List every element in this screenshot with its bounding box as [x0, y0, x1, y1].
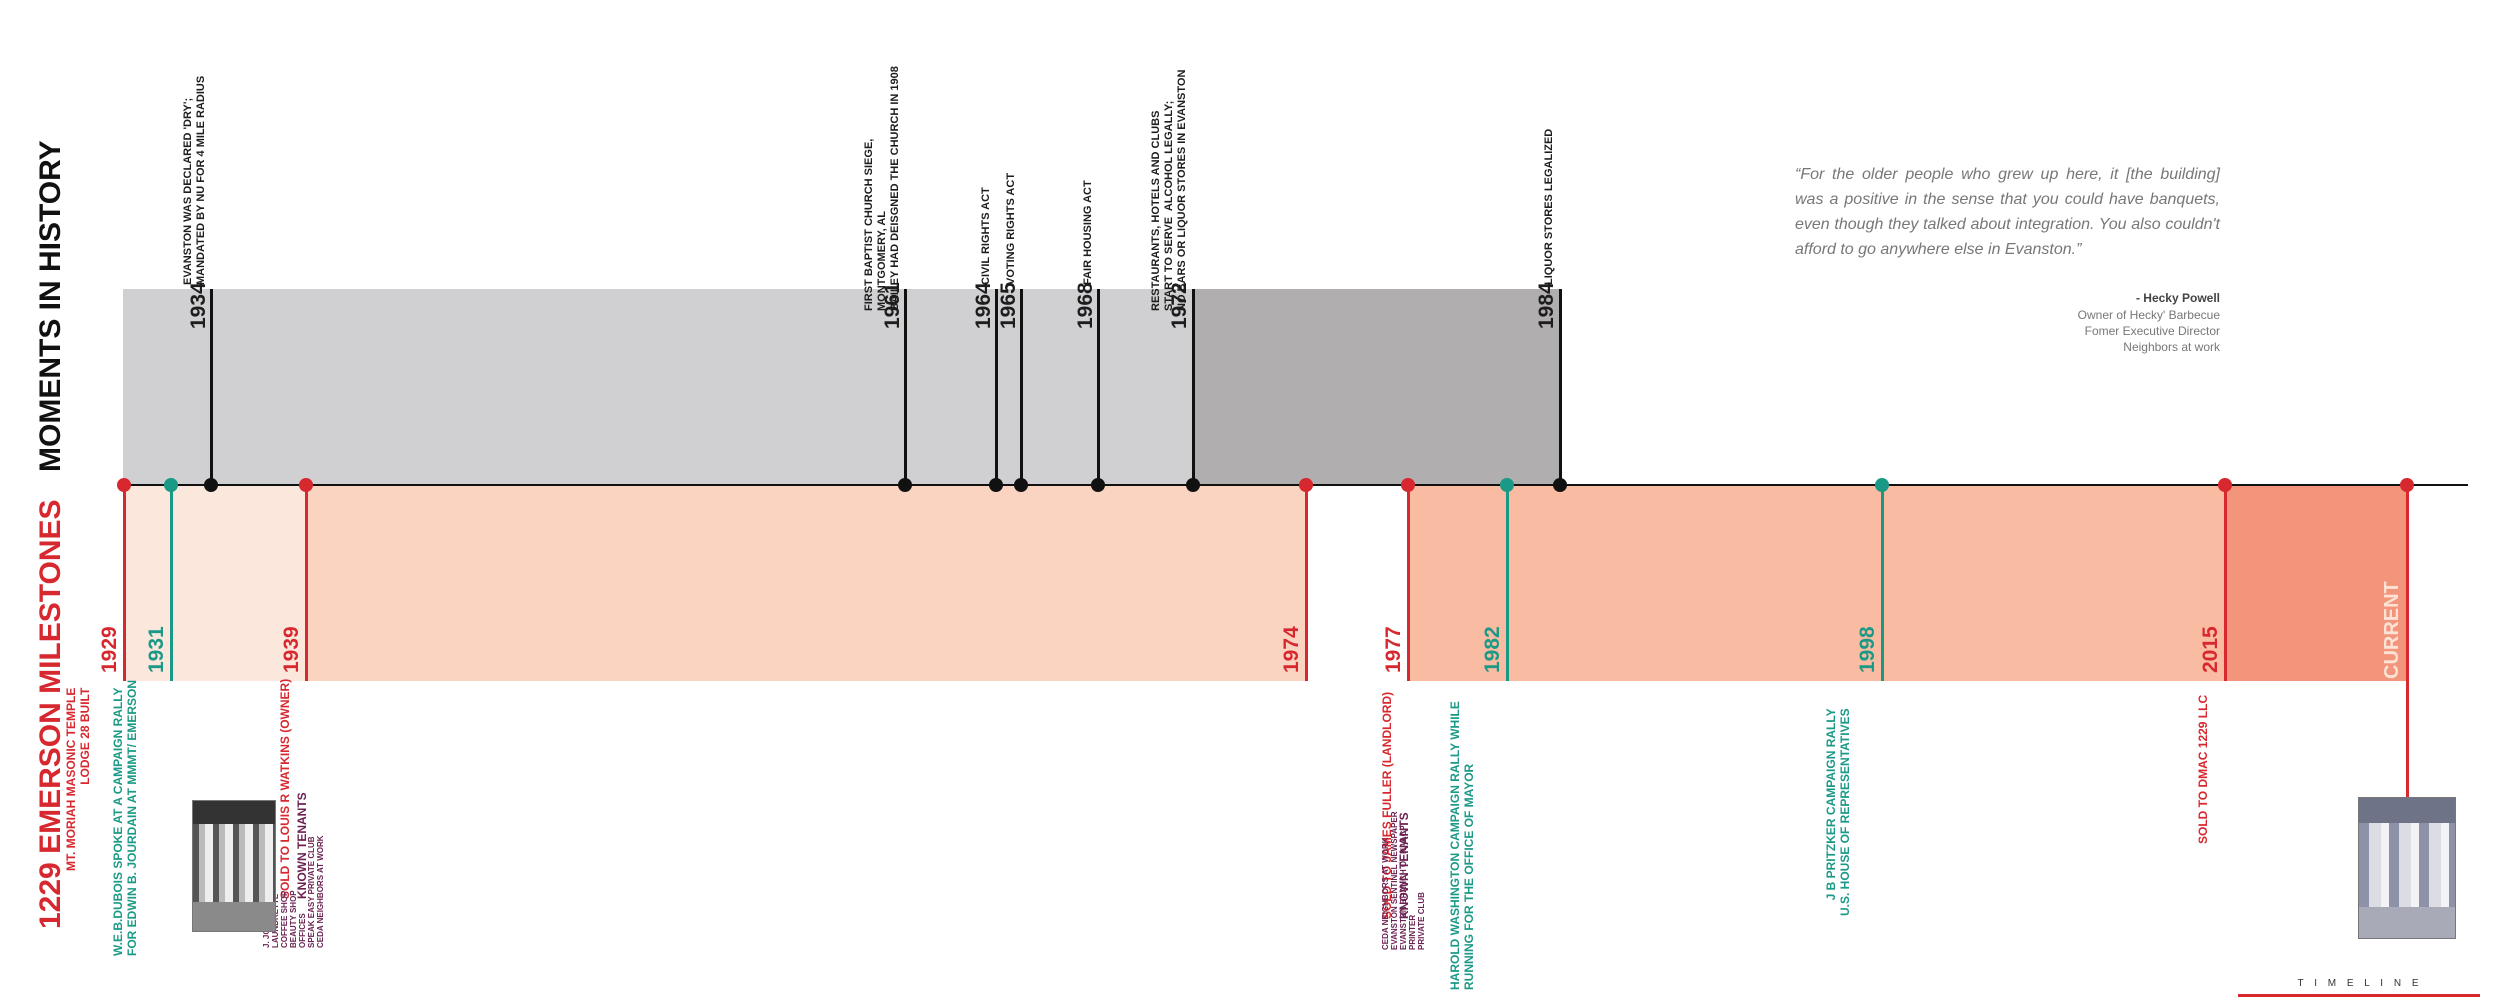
tenant-item: PRIVATE CLUB — [1417, 892, 1426, 950]
milestone-band-1977 — [1408, 485, 2224, 681]
milestone-line-current — [2406, 485, 2409, 800]
history-line-1984 — [1559, 289, 1562, 485]
milestone-dot-1974 — [1299, 478, 1313, 492]
tenant-item: SPEAK EASY PRIVATE CLUB — [307, 836, 316, 948]
milestone-year-1931: 1931 — [145, 626, 168, 673]
quote-role-3: Neighbors at work — [2123, 340, 2220, 354]
tenant-item: COFFEE SHOP — [280, 890, 289, 948]
history-year-1934: 1934 — [187, 282, 210, 329]
timeline-underline — [2238, 994, 2480, 997]
building-photo-historic — [192, 800, 276, 932]
history-line-1964 — [995, 289, 998, 485]
milestone-line-2015 — [2224, 485, 2227, 681]
milestone-line-1998 — [1881, 485, 1884, 681]
milestone-year-current: CURRENT — [2381, 581, 2403, 679]
history-line-1961 — [904, 289, 907, 485]
milestone-line-1982 — [1506, 485, 1509, 681]
history-text-1984: LIQUOR STORES LEGALIZED — [1543, 128, 1555, 285]
history-year-1968: 1968 — [1074, 282, 1097, 329]
milestone-dot-2015 — [2218, 478, 2232, 492]
milestone-dot-1939 — [299, 478, 313, 492]
milestone-text-1931: W.E.B.DUBOIS SPOKE AT A CAMPAIGN RALLY F… — [111, 680, 139, 956]
milestone-text-2015: SOLD TO DMAC 1229 LLC — [2196, 694, 2210, 844]
milestone-text-1982: HAROLD WASHINGTON CAMPAIGN RALLY WHILE R… — [1448, 701, 1476, 990]
history-text-1968: FAIR HOUSING ACT — [1082, 180, 1094, 285]
history-year-1964: 1964 — [972, 282, 995, 329]
milestone-text-1998: J B PRITZKER CAMPAIGN RALLY U.S. HOUSE O… — [1824, 708, 1852, 916]
tenant-item: PRINTER — [1408, 914, 1417, 950]
history-line-1968 — [1097, 289, 1100, 485]
history-heading: MOMENTS IN HISTORY — [34, 140, 67, 472]
milestone-band-1929 — [123, 485, 306, 681]
milestone-band-1939 — [306, 485, 1306, 681]
milestone-dot-1998 — [1875, 478, 1889, 492]
milestone-line-1929 — [123, 485, 126, 681]
history-line-1972 — [1192, 289, 1195, 485]
history-dot-1961 — [898, 478, 912, 492]
tenant-item: BEAUTY SHOP — [289, 890, 298, 948]
tenant-item: OFFICES — [298, 913, 307, 948]
milestone-dot-current — [2400, 478, 2414, 492]
tenant-item: EVANSTON BRANCH OF NAACP — [1399, 825, 1408, 950]
history-dot-1968 — [1091, 478, 1105, 492]
milestone-line-1939 — [305, 485, 308, 681]
milestone-line-1931 — [170, 485, 173, 681]
history-year-1965: 1965 — [997, 282, 1020, 329]
milestone-band-2015 — [2224, 485, 2407, 681]
history-dot-1984 — [1553, 478, 1567, 492]
history-text-1934: EVANSTON WAS DECLARED 'DRY'; MANDATED BY… — [182, 75, 207, 285]
history-dot-1964 — [989, 478, 1003, 492]
history-text-1972: RESTAURANTS, HOTELS AND CLUBS START TO S… — [1150, 69, 1188, 311]
history-text-1961: FIRST BAPTIST CHURCH SIEGE, MONTGOMERY, … — [863, 66, 901, 311]
building-photo-current — [2358, 797, 2456, 939]
tenant-item: CEDA NEIGHBORS AT WORK — [1381, 837, 1390, 950]
history-text-1964: CIVIL RIGHTS ACT — [980, 187, 992, 285]
timeline-label: T I M E L I N E — [2297, 978, 2423, 989]
tenant-item: EVANSTON SENTINEL NEWSPAPER — [1390, 811, 1399, 950]
history-dot-1965 — [1014, 478, 1028, 492]
milestone-year-1977: 1977 — [1382, 626, 1405, 673]
quote-author: - Hecky Powell — [2135, 291, 2220, 305]
milestone-dot-1982 — [1500, 478, 1514, 492]
milestone-line-1974 — [1305, 485, 1308, 681]
history-year-1984: 1984 — [1535, 282, 1558, 329]
milestone-text-1929: MT. MORIAH MASONIC TEMPLE LODGE 28 BUILT — [64, 687, 92, 871]
milestone-dot-1929 — [117, 478, 131, 492]
milestone-year-1939: 1939 — [280, 626, 303, 673]
milestone-year-1998: 1998 — [1856, 626, 1879, 673]
history-band — [123, 289, 1193, 485]
history-dot-1972 — [1186, 478, 1200, 492]
milestone-year-2015: 2015 — [2199, 626, 2222, 673]
history-text-1965: VOTING RIGHTS ACT — [1005, 172, 1017, 285]
milestone-dot-1931 — [164, 478, 178, 492]
quote-role-1: Owner of Hecky' Barbecue — [2077, 308, 2220, 322]
milestone-line-1977 — [1407, 485, 1410, 681]
milestone-dot-1977 — [1401, 478, 1415, 492]
history-band-dark — [1193, 289, 1560, 485]
timeline-axis — [123, 484, 2468, 486]
history-line-1934 — [210, 289, 213, 485]
quote-text: “For the older people who grew up here, … — [1795, 166, 2220, 258]
tenant-item: CEDA NEIGHBORS AT WORK — [316, 835, 325, 948]
milestone-year-1974: 1974 — [1280, 626, 1303, 673]
milestones-heading: 1229 EMERSON MILESTONES — [34, 499, 67, 929]
history-line-1965 — [1020, 289, 1023, 485]
quote-role-2: Fomer Executive Director — [2084, 324, 2220, 338]
milestone-year-1929: 1929 — [98, 626, 121, 673]
milestone-year-1982: 1982 — [1481, 626, 1504, 673]
history-dot-1934 — [204, 478, 218, 492]
